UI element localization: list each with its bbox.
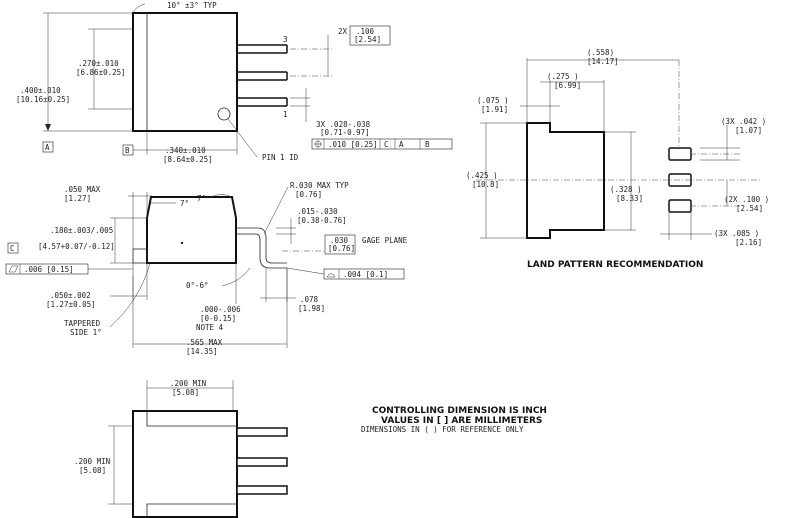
bottom-pin-3: [236, 485, 288, 495]
tapered-label-2: SIDE 1°: [70, 328, 102, 337]
land-pattern-title: LAND PATTERN RECOMMENDATION: [527, 260, 703, 270]
dim-085-mm-label: [2.16]: [735, 238, 762, 247]
note4-label: NOTE 4: [196, 323, 224, 332]
dim-042-mm-label: [1.07]: [735, 126, 762, 135]
dim-042-label: (3X .042 ): [721, 117, 766, 126]
dim-050-in-label: .050±.002: [50, 291, 91, 300]
dim-558-mm-label: [14.17]: [587, 57, 619, 66]
dim-075-label: (.075 ): [477, 96, 509, 105]
lead-width-mm-label: [0.71-0.97]: [320, 128, 370, 137]
dim-275-label: (.275 ): [547, 72, 579, 81]
dim-180-in-label: .180±.003/.005: [50, 226, 113, 235]
svg-text:C: C: [384, 140, 389, 149]
radius-mm-label: [0.76]: [295, 190, 322, 199]
profile-symbol-icon: [326, 273, 336, 278]
pitch-count-label: 2X: [338, 27, 348, 36]
fcf-value-label: .010 [0.25]: [328, 140, 378, 149]
datum-c-label: C: [10, 244, 15, 253]
pin1-label: 1: [283, 110, 288, 119]
pin1-id-circle: [217, 107, 231, 121]
dim-328-label: (.328 ): [610, 185, 642, 194]
note-line-3: DIMENSIONS IN ( ) FOR REFERENCE ONLY: [361, 425, 524, 434]
side-view-body: [146, 196, 237, 264]
dim-078-mm-label: [1.98]: [298, 304, 325, 313]
dim-328-mm-label: [8.33]: [616, 194, 643, 203]
gage-plane-label: GAGE PLANE: [362, 236, 408, 245]
dim-100-mm-label: [2.54]: [736, 204, 763, 213]
angle-7a-label: 7°: [180, 199, 189, 208]
side-view: .050 MAX [1.27] 7° 7° R.030 MAX TYP [0.7…: [5, 181, 408, 356]
profile-value-label: .004 [0.1]: [343, 270, 388, 279]
dim-270-mm-label: [6.86±0.25]: [76, 68, 126, 77]
note-line-2: VALUES IN [ ] ARE MILLIMETERS: [381, 416, 542, 426]
land-pad-tab: [526, 122, 605, 239]
pitch-in-label: .100: [356, 27, 375, 36]
dim-400-in-label: .400±.010: [20, 86, 61, 95]
dim-200min-h-mm-label: [5.08]: [172, 388, 199, 397]
dim-200min-h-label: .200 MIN: [170, 379, 206, 388]
lead-width-in-label: 3X .028-.038: [316, 120, 371, 129]
side-view-tab: [132, 248, 148, 264]
land-pad-pin-3: [668, 199, 692, 213]
note-line-1: CONTROLLING DIMENSION IS INCH: [372, 406, 547, 416]
dim-200min-v-label: .200 MIN: [74, 457, 110, 466]
dim-015-in-label: .015-.030: [297, 207, 338, 216]
dim-075-mm-label: [1.91]: [481, 105, 508, 114]
dim-078-in-label: .078: [300, 295, 319, 304]
bottom-view-body: [132, 410, 238, 518]
dim-050-mm-label: [1.27±0.05]: [46, 300, 96, 309]
dim-180-mm-label: [4.57+0.07/-0.12]: [38, 242, 115, 251]
dim-400-mm-label: [10.16±0.25]: [16, 95, 70, 104]
flatness-symbol-icon: [8, 265, 19, 273]
top-view: 10° ±3° TYP 2X .100 [2.54] 3 1 3X .028-.…: [16, 1, 453, 164]
dim-015-mm-label: [0.38-0.76]: [297, 216, 347, 225]
angle-typ-label: 10° ±3° TYP: [167, 1, 217, 10]
notes: CONTROLLING DIMENSION IS INCH VALUES IN …: [361, 406, 547, 434]
pin3-label: 3: [283, 35, 288, 44]
position-tolerance-frame: [311, 138, 453, 150]
angle-7b-label: 7°: [197, 194, 206, 203]
gage-mm-label: [0.76]: [328, 244, 355, 253]
bottom-pin-2: [236, 457, 288, 467]
top-view-body: [132, 12, 238, 132]
side-view-lead: [236, 227, 287, 264]
land-pad-pin-1: [668, 147, 692, 161]
tapered-label-1: TAPPERED: [64, 319, 101, 328]
radius-in-label: R.030 MAX TYP: [290, 181, 349, 190]
dim-340-mm-label: [8.64±0.25]: [163, 155, 213, 164]
gage-in-label: .030: [330, 236, 349, 245]
land-pattern: (.558) [14.17] (.275 ) [6.99] (.075 ) [1…: [466, 48, 769, 270]
bottom-pin-1: [236, 427, 288, 437]
svg-text:A: A: [399, 140, 404, 149]
dim-558-label: (.558): [587, 48, 614, 57]
pitch-mm-label: [2.54]: [354, 35, 381, 44]
dim-565-in-label: .565 MAX: [186, 338, 223, 347]
dim-340-in-label: .340±.010: [165, 146, 206, 155]
angle-0-6-label: 0°-6°: [186, 281, 209, 290]
dim-200min-v-mm-label: [5.08]: [79, 466, 106, 475]
flatness-value-label: .006 [0.15]: [24, 265, 74, 274]
dim-100-label: (2X .100 ): [724, 195, 769, 204]
dim-270-in-label: .270±.010: [78, 59, 119, 68]
dim-050max-mm-label: [1.27]: [64, 194, 91, 203]
bottom-view: .200 MIN [5.08] .200 MIN [5.08]: [74, 379, 288, 518]
svg-text:B: B: [425, 140, 430, 149]
dim-050max-in-label: .050 MAX: [64, 185, 101, 194]
dim-085-label: (3X .085 ): [714, 229, 759, 238]
dim-000-in-label: .000-.006: [200, 305, 241, 314]
datum-b-label: B: [125, 146, 130, 155]
dim-425-mm-label: [10.8]: [472, 180, 499, 189]
dim-565-mm-label: [14.35]: [186, 347, 218, 356]
datum-a-label: A: [45, 143, 50, 152]
dim-000-mm-label: [0-0.15]: [200, 314, 236, 323]
dim-275-mm-label: [6.99]: [554, 81, 581, 90]
dim-425-label: (.425 ): [466, 171, 498, 180]
pin1-id-label: PIN 1 ID: [262, 153, 299, 162]
